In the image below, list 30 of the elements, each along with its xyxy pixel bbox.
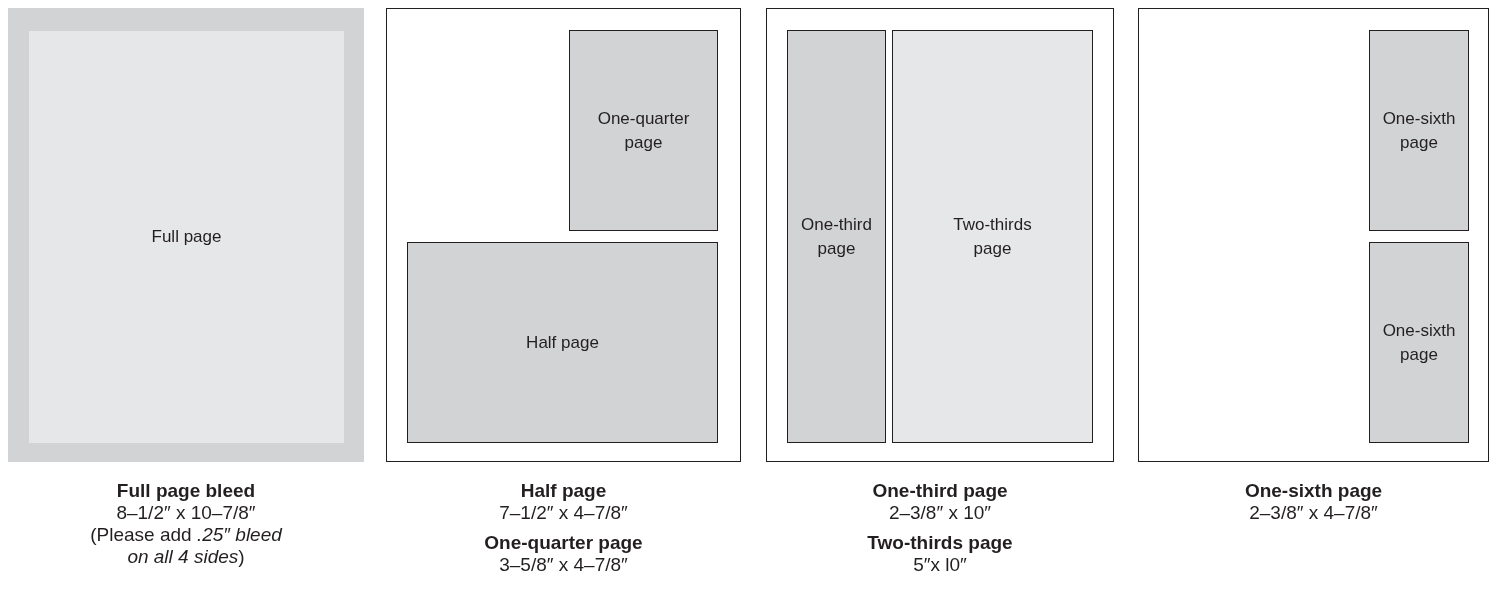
- ad-size-box: [892, 30, 1093, 443]
- caption-dimensions: 5″x l0″: [912, 554, 968, 576]
- page-frame: [1138, 8, 1489, 462]
- size-label: Full page: [150, 226, 223, 248]
- page-frame: [8, 8, 364, 462]
- size-label: One-third page: [800, 213, 873, 260]
- caption-dimensions: 3–5/8″ x 4–7/8″: [498, 554, 629, 576]
- caption-heading: Full page bleed: [115, 480, 257, 502]
- caption-dimensions: 7–1/2″ x 4–7/8″: [498, 502, 629, 524]
- ad-size-box: [569, 30, 718, 231]
- ad-size-box: [1369, 30, 1469, 231]
- caption-heading: One-quarter page: [483, 532, 644, 554]
- size-label: Half page: [525, 331, 600, 354]
- caption-note: (Please add .25″ bleed on all 4 sides): [89, 524, 284, 568]
- caption-dimensions: 2–3/8″ x 10″: [887, 502, 993, 524]
- ad-size-box: [1369, 242, 1469, 443]
- page-frame: [386, 8, 741, 462]
- ad-size-box: [407, 242, 718, 443]
- caption-heading: Two-thirds page: [866, 532, 1014, 554]
- caption-heading: Half page: [519, 480, 608, 502]
- size-label: One-sixth page: [1381, 319, 1457, 366]
- caption-dimensions: 2–3/8″ x 4–7/8″: [1248, 502, 1379, 524]
- size-label: Two-thirds page: [952, 213, 1033, 260]
- caption-heading: One-third page: [871, 480, 1009, 502]
- page-frame: [766, 8, 1114, 462]
- caption-heading: One-sixth page: [1243, 480, 1384, 502]
- size-label: One-quarter page: [596, 107, 691, 154]
- size-label: One-sixth page: [1381, 107, 1457, 154]
- ad-size-box: [787, 30, 886, 443]
- caption-dimensions: 8–1/2″ x 10–7/8″: [115, 502, 257, 524]
